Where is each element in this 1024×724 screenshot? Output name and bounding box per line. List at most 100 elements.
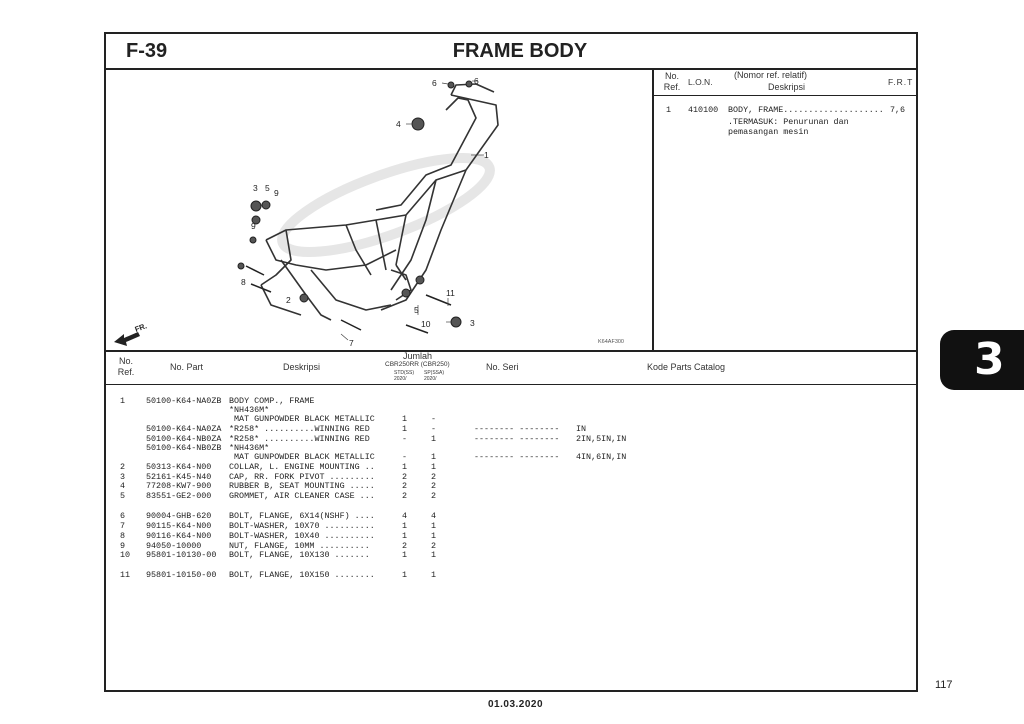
cell-qty-sp: 1: [431, 521, 437, 531]
callout-5a: 5: [265, 183, 270, 193]
cell-qty-sp: 1: [431, 462, 437, 472]
side-desc: BODY, FRAME....................: [728, 105, 884, 115]
cell-part: 50100-K64-NB0ZA: [146, 434, 222, 444]
cell-qty-sp: 2: [431, 481, 437, 491]
cell-ref: 7: [120, 521, 126, 531]
cell-desc: BOLT, FLANGE, 10X150 ........: [229, 570, 375, 580]
cell-part: 95801-10130-00: [146, 550, 217, 560]
cell-ref: 5: [120, 491, 126, 501]
page-code: F-39: [126, 40, 168, 62]
cell-qty-std: 1: [402, 424, 408, 434]
figure-code: K64AF300: [598, 339, 624, 345]
callout-9b: 9: [251, 221, 256, 231]
cell-part: 77208-KW7-900: [146, 481, 212, 491]
cell-qty-std: 1: [402, 550, 408, 560]
page-number: 117: [935, 679, 953, 691]
side-lon: 410100: [688, 105, 719, 115]
cell-part: 50313-K64-N00: [146, 462, 212, 472]
cell-desc: *NH436M*: [229, 443, 270, 453]
cell-desc: BOLT-WASHER, 10X40 ..........: [229, 531, 375, 541]
cell-desc: BOLT-WASHER, 10X70 ..........: [229, 521, 375, 531]
cell-qty-std: -: [402, 452, 408, 462]
side-frt: 7,6: [890, 105, 906, 115]
page-title: FRAME BODY: [452, 40, 588, 62]
cell-part: 52161-K45-N40: [146, 472, 212, 482]
cell-desc: NUT, FLANGE, 10MM ..........: [229, 541, 370, 551]
cell-ref: 11: [120, 570, 131, 580]
callout-6b: 6: [474, 76, 479, 86]
section-tab: [940, 330, 1024, 390]
parts-header-jumlah: Jumlah: [403, 351, 433, 361]
cell-qty-sp: 1: [431, 434, 437, 444]
cell-seri: -------- --------: [474, 434, 560, 444]
side-header-frt: F.R.T: [888, 77, 914, 87]
cell-qty-std: 2: [402, 472, 408, 482]
cell-ref: 4: [120, 481, 126, 491]
cell-qty-std: 4: [402, 511, 408, 521]
side-header-no-ref: No. Ref.: [663, 71, 681, 92]
section-number: 3: [974, 334, 1005, 385]
side-header-desc: Deskripsi: [768, 82, 806, 92]
parts-header-divider: [104, 384, 918, 385]
side-header-lon: L.O.N.: [688, 77, 713, 87]
side-desc: pemasangan mesin: [728, 127, 809, 137]
callout-11: 11: [446, 288, 455, 298]
cell-qty-std: 1: [402, 531, 408, 541]
cell-ref: 9: [120, 541, 126, 551]
cell-desc: BOLT, FLANGE, 10X130 .......: [229, 550, 370, 560]
side-header-divider: [652, 95, 918, 96]
cell-part: 83551-GE2-000: [146, 491, 212, 501]
cell-qty-sp: 1: [431, 452, 437, 462]
callout-1: 1: [484, 150, 489, 160]
callout-7: 7: [349, 338, 354, 348]
side-header-desc-top: (Nomor ref. relatif): [734, 70, 808, 80]
cell-desc: *R258* ..........WINNING RED: [229, 434, 370, 444]
front-label: FR.: [134, 321, 148, 334]
callout-10: 10: [421, 319, 431, 329]
callout-3b: 3: [253, 183, 258, 193]
cell-part: 94050-10000: [146, 541, 202, 551]
cell-part: 90115-K64-N00: [146, 521, 212, 531]
parts-header-no-part: No. Part: [170, 362, 204, 372]
cell-desc: MAT GUNPOWDER BLACK METALLIC: [229, 414, 375, 424]
cell-ref: 10: [120, 550, 131, 560]
parts-header-deskripsi: Deskripsi: [283, 362, 321, 372]
cell-part: 95801-10150-00: [146, 570, 217, 580]
cell-desc: BOLT, FLANGE, 6X14(NSHF) ....: [229, 511, 375, 521]
cell-kode: 4IN,6IN,IN: [576, 452, 627, 462]
cell-desc: GROMMET, AIR CLEANER CASE ...: [229, 491, 375, 501]
cell-kode: IN: [576, 424, 587, 434]
cell-desc: *NH436M*: [229, 405, 270, 415]
catalog-frame: [104, 32, 918, 692]
frame-exploded-diagram: 1 2 3 3 4 5 5 6 6 7 8 9 9 10 11 FR. K64A…: [114, 76, 624, 348]
cell-qty-sp: 2: [431, 541, 437, 551]
cell-ref: 1: [120, 396, 126, 406]
cell-part: 90116-K64-N00: [146, 531, 212, 541]
cell-qty-std: 1: [402, 414, 408, 424]
parts-header-variant-sp: SP(SSA) 2020/: [424, 370, 445, 382]
cell-part: 50100-K64-NA0ZB: [146, 396, 222, 406]
cell-qty-std: 1: [402, 570, 408, 580]
callout-5b: 5: [414, 305, 419, 315]
cell-ref: 2: [120, 462, 126, 472]
cell-desc: COLLAR, L. ENGINE MOUNTING ..: [229, 462, 375, 472]
title-divider: [104, 68, 918, 70]
cell-qty-sp: 4: [431, 511, 437, 521]
parts-header-no-ref: No. Ref.: [117, 356, 135, 377]
cell-qty-sp: 1: [431, 570, 437, 580]
cell-qty-sp: -: [431, 424, 437, 434]
cell-seri: -------- --------: [474, 424, 560, 434]
cell-part: 50100-K64-NA0ZA: [146, 424, 222, 434]
parts-header-variant-std: STD(SS) 2020/: [394, 370, 414, 382]
parts-header-kode: Kode Parts Catalog: [647, 362, 726, 372]
cell-qty-std: 2: [402, 491, 408, 501]
cell-qty-std: 2: [402, 481, 408, 491]
callout-4: 4: [396, 119, 401, 129]
callout-9a: 9: [274, 188, 279, 198]
cell-desc: MAT GUNPOWDER BLACK METALLIC: [229, 452, 375, 462]
callout-3a: 3: [470, 318, 475, 328]
cell-seri: -------- --------: [474, 452, 560, 462]
side-ref: 1: [666, 105, 672, 115]
cell-qty-sp: -: [431, 414, 437, 424]
cell-qty-std: 1: [402, 462, 408, 472]
